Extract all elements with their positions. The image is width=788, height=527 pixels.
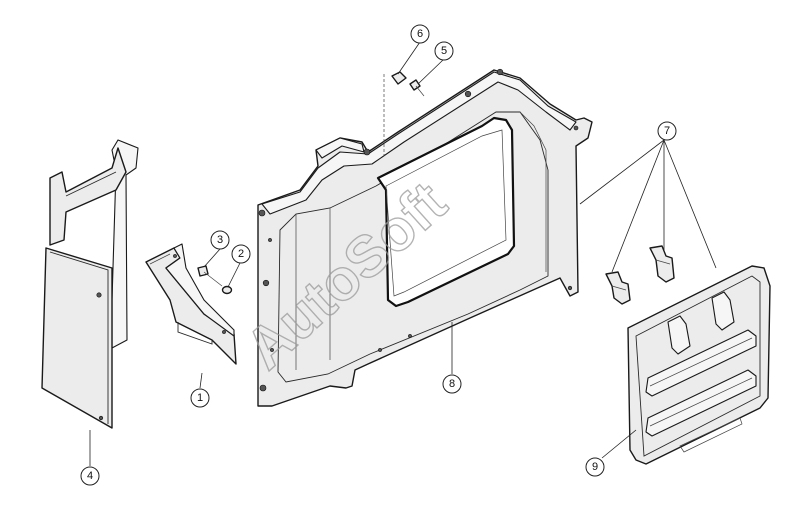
callout-1-label: 1 — [197, 392, 203, 404]
callout-7: 7 — [657, 121, 677, 141]
part-6-clip — [383, 71, 407, 156]
callout-4: 4 — [80, 466, 100, 486]
part-7-clip-a — [605, 271, 631, 305]
callout-8-label: 8 — [449, 378, 455, 390]
part-5-bolt — [409, 79, 425, 97]
callout-5: 5 — [434, 41, 454, 61]
part-7-clip-b — [649, 245, 675, 283]
callout-8: 8 — [442, 374, 462, 394]
leader-lines — [89, 41, 717, 466]
callout-1: 1 — [190, 388, 210, 408]
part-4-side-panel — [41, 139, 139, 429]
part-1-bracket — [145, 243, 237, 365]
callout-5-label: 5 — [441, 45, 447, 57]
callout-3-label: 3 — [217, 234, 223, 246]
part-2-clip — [221, 285, 233, 295]
callout-4-label: 4 — [87, 470, 93, 482]
part-9-vent-panel — [627, 265, 771, 465]
callout-9: 9 — [585, 457, 605, 477]
callout-2-label: 2 — [238, 248, 244, 260]
part-3-screw — [197, 265, 223, 287]
part-8-quarter-trim-panel — [257, 68, 593, 407]
callout-6: 6 — [410, 24, 430, 44]
callout-2: 2 — [231, 244, 251, 264]
callout-9-label: 9 — [592, 461, 598, 473]
callout-3: 3 — [210, 230, 230, 250]
callout-7-label: 7 — [664, 125, 670, 137]
callout-6-label: 6 — [417, 28, 423, 40]
